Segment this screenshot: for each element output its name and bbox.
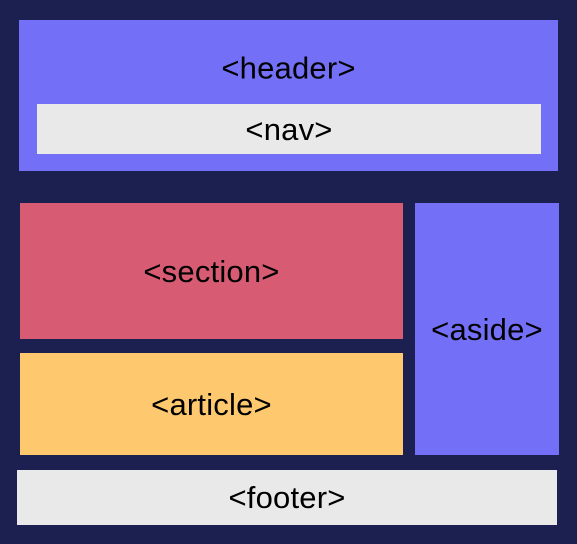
section-label: <section> [143,253,280,289]
aside-label: <aside> [431,311,543,347]
article-label: <article> [151,386,272,422]
footer-block: <footer> [17,470,557,525]
aside-block: <aside> [415,203,559,455]
footer-label: <footer> [228,480,346,515]
section-block: <section> [20,203,403,339]
header-label: <header> [221,50,356,86]
nav-block: <nav> [37,104,541,154]
nav-label: <nav> [245,111,333,147]
article-block: <article> [20,353,403,455]
